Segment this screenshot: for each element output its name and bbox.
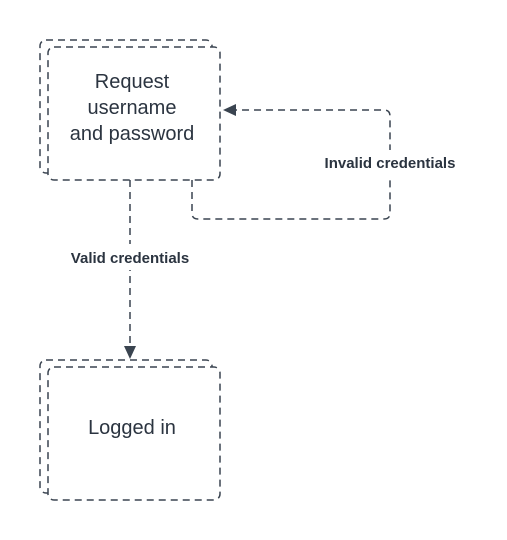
state-logged-in[interactable]: Logged in (39, 359, 221, 501)
state-logged-in-label: Logged in (88, 417, 176, 439)
edge-invalid-credentials-label: Invalid credentials (325, 155, 456, 172)
state-request-line-2: username (88, 97, 177, 119)
edge-invalid-credentials-line (191, 109, 391, 220)
state-request-line-3: and password (70, 123, 195, 145)
state-request-front-frame (47, 46, 221, 181)
edge-valid-credentials-label: Valid credentials (71, 250, 189, 267)
edge-valid-credentials-label-bg (58, 244, 202, 270)
state-logged-in-front-frame (47, 366, 221, 501)
state-request[interactable]: Request username and password (39, 39, 221, 181)
edge-valid-credentials[interactable]: Valid credentials (58, 180, 202, 359)
edge-invalid-credentials[interactable]: Invalid credentials (191, 104, 470, 220)
edge-valid-credentials-arrowhead (124, 346, 136, 359)
edge-invalid-credentials-arrowhead (223, 104, 236, 116)
edge-invalid-credentials-label-bg (310, 150, 470, 176)
state-request-line-1: Request (95, 71, 170, 93)
